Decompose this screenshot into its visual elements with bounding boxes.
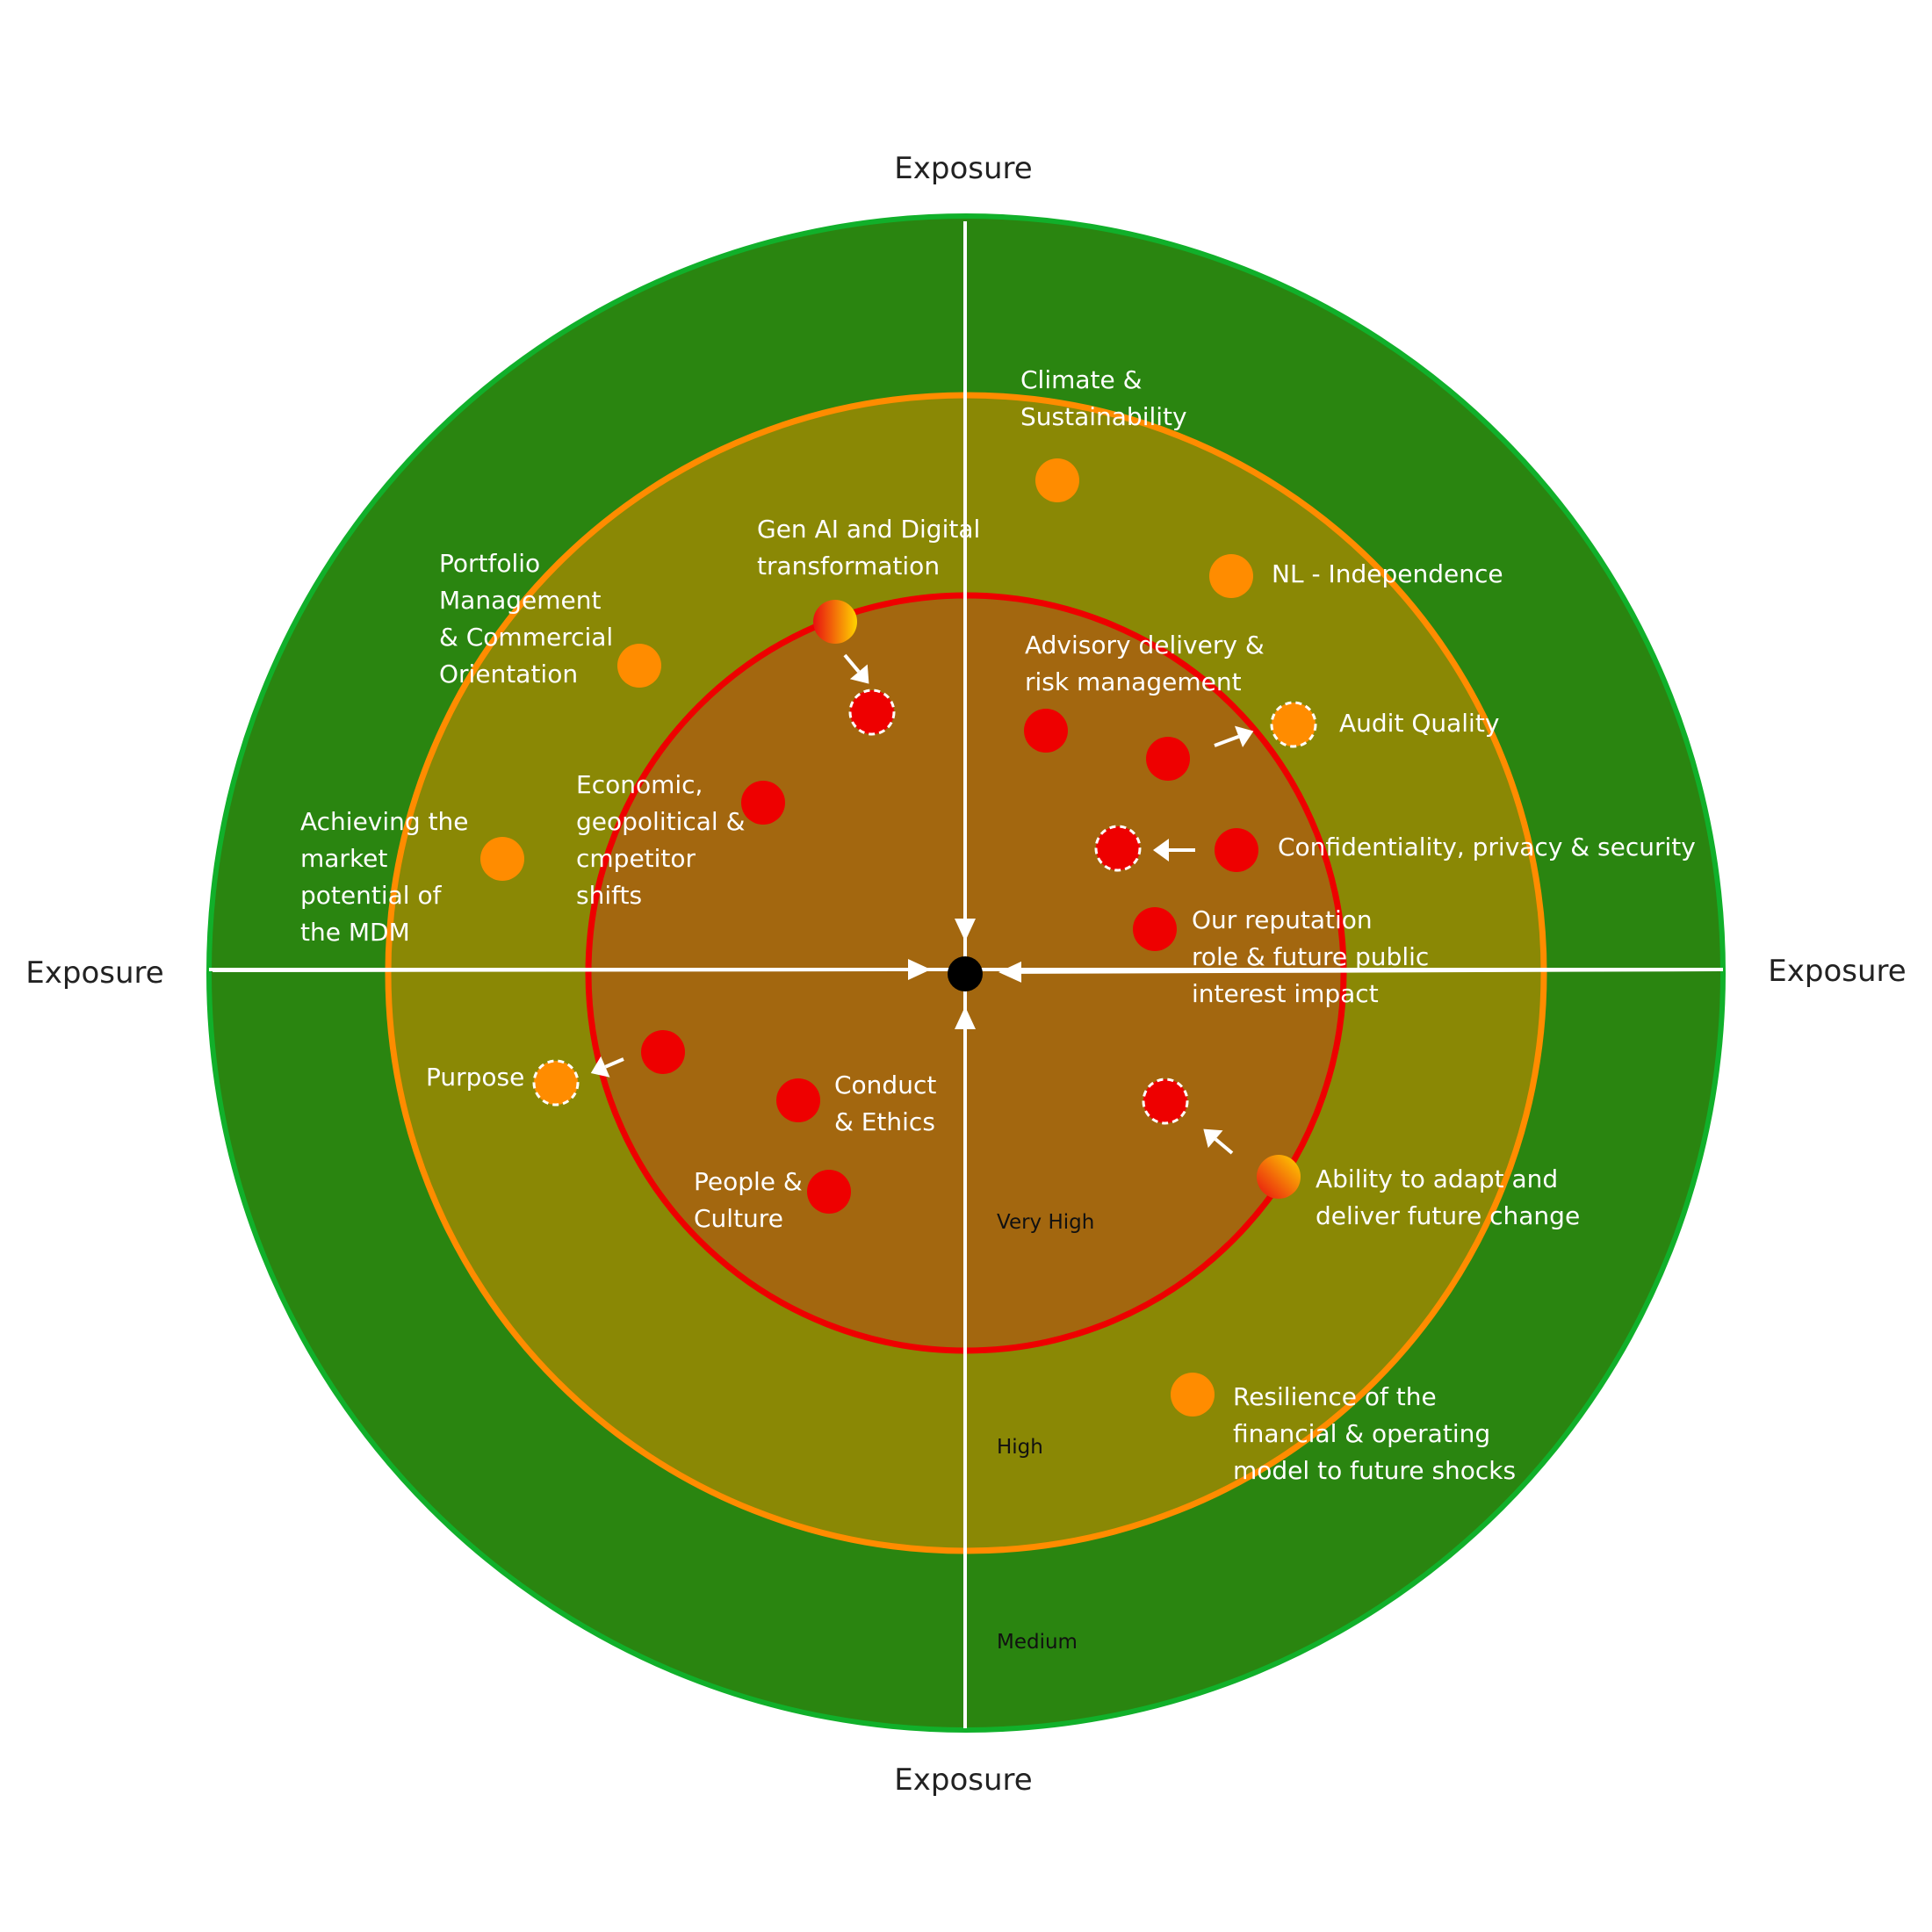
- risk-marker-advisory-delivery-risk-management[interactable]: [1024, 709, 1068, 753]
- risk-label-line: Confidentiality, privacy & security: [1278, 833, 1696, 861]
- risk-marker-gen-ai-and-digital-transformation-target[interactable]: [848, 688, 896, 736]
- risk-label-audit-quality: Audit Quality: [1339, 709, 1499, 738]
- risk-label-resilience-of-the-financial-operating-model-to-future-shocks: Resilience of the financial & operating mo…: [1233, 1382, 1516, 1485]
- risk-label-line: Economic,: [576, 770, 703, 799]
- risk-marker-people-culture[interactable]: [807, 1170, 851, 1214]
- risk-label-line: deliver future change: [1316, 1201, 1580, 1230]
- risk-label-confidentiality-privacy-security: Confidentiality, privacy & security: [1278, 833, 1696, 861]
- risk-marker-conduct-ethics[interactable]: [776, 1078, 820, 1122]
- risk-label-line: Management: [439, 586, 601, 615]
- risk-label-climate-sustainability: Climate & Sustainability: [1020, 365, 1187, 431]
- risk-label-our-reputation-role-future-public-interest-impact: Our reputation role & future public intere…: [1192, 905, 1429, 1008]
- risk-marker-advisory-delivery-risk-management-1[interactable]: [1146, 737, 1190, 781]
- risk-marker-achieving-the-market-potential-of-the-mdm[interactable]: [480, 837, 524, 881]
- center-arrow-from-left: [212, 959, 931, 981]
- risk-label-line: Orientation: [439, 660, 578, 688]
- center-arrow-from-bottom: [955, 1006, 976, 1723]
- ring-label-medium: Medium: [997, 1631, 1078, 1654]
- risk-marker-audit-quality-target[interactable]: [1270, 701, 1317, 748]
- center-arrows: [212, 227, 1720, 1723]
- risk-label-gen-ai-and-digital-transformation: Gen AI and Digital transformation: [757, 515, 980, 580]
- risk-label-line: geopolitical &: [576, 807, 745, 836]
- risk-marker-purpose[interactable]: [641, 1030, 685, 1074]
- risk-marker-resilience-of-the-financial-operating-model-to-future-shocks[interactable]: [1171, 1373, 1215, 1417]
- axis-label-top: Exposure: [894, 151, 1032, 186]
- center-arrow-from-right: [998, 961, 1720, 983]
- center-arrow-from-top: [955, 227, 976, 941]
- risk-label-line: Audit Quality: [1339, 709, 1499, 738]
- risk-label-line: shifts: [576, 881, 642, 910]
- movement-arrow-audit-quality: [1214, 725, 1254, 747]
- risk-label-line: Ability to adapt and: [1316, 1164, 1558, 1193]
- risk-label-line: potential of: [300, 881, 443, 910]
- risk-label-line: market: [300, 844, 387, 873]
- risk-labels: Climate & Sustainability NL - Independence…: [300, 365, 1696, 1485]
- risk-label-line: People &: [694, 1167, 803, 1196]
- risk-label-line: Sustainability: [1020, 402, 1187, 431]
- risk-marker-confidentiality-privacy-security-target[interactable]: [1094, 825, 1142, 872]
- risk-label-line: Purpose: [426, 1063, 524, 1092]
- risk-label-line: transformation: [757, 551, 940, 580]
- risk-label-line: Resilience of the: [1233, 1382, 1437, 1411]
- risk-marker-purpose-target[interactable]: [532, 1059, 580, 1107]
- movement-arrow-ability-to-adapt-and-deliver-future-change: [1203, 1128, 1234, 1155]
- risk-label-line: Our reputation: [1192, 905, 1373, 934]
- movement-arrow-purpose: [590, 1056, 624, 1078]
- risk-marker-economic-geopolitical-cmpetitor-shifts[interactable]: [741, 781, 785, 825]
- risk-marker-ability-to-adapt-and-deliver-future-change[interactable]: [1257, 1155, 1301, 1199]
- risk-label-achieving-the-market-potential-of-the-mdm: Achieving the market potential of the MDM: [300, 807, 469, 947]
- risk-label-line: Climate &: [1020, 365, 1142, 394]
- risk-label-line: Gen AI and Digital: [757, 515, 980, 544]
- movement-arrow-gen-ai-and-digital-transformation: [843, 653, 869, 684]
- risk-label-line: risk management: [1025, 667, 1242, 696]
- movement-arrows: [590, 653, 1254, 1155]
- risk-label-line: & Commercial: [439, 623, 613, 652]
- risk-label-line: model to future shocks: [1233, 1456, 1516, 1485]
- risk-label-advisory-delivery-risk-management: Advisory delivery & risk management: [1025, 631, 1265, 696]
- risk-label-line: role & future public: [1192, 942, 1429, 971]
- risk-label-line: NL - Independence: [1272, 559, 1503, 588]
- risk-marker-gen-ai-and-digital-transformation[interactable]: [813, 600, 857, 644]
- risk-marker-our-reputation-role-future-public-interest-impact[interactable]: [1133, 907, 1177, 951]
- risk-label-ability-to-adapt-and-deliver-future-change: Ability to adapt and deliver future chang…: [1316, 1164, 1580, 1230]
- risk-label-line: interest impact: [1192, 979, 1379, 1008]
- risk-label-people-culture: People & Culture: [694, 1167, 803, 1233]
- risk-label-line: financial & operating: [1233, 1419, 1490, 1448]
- risk-marker-ability-to-adapt-and-deliver-future-change-target[interactable]: [1142, 1078, 1189, 1125]
- axis-label-right: Exposure: [1768, 954, 1906, 989]
- risk-marker-nl-independence[interactable]: [1209, 554, 1253, 598]
- risk-label-line: Advisory delivery &: [1025, 631, 1265, 660]
- risk-label-line: & Ethics: [834, 1107, 935, 1136]
- risk-markers: [480, 458, 1317, 1417]
- risk-label-nl-independence: NL - Independence: [1272, 559, 1503, 588]
- risk-label-conduct-ethics: Conduct & Ethics: [834, 1071, 936, 1136]
- risk-label-line: Achieving the: [300, 807, 469, 836]
- axis-label-bottom: Exposure: [894, 1763, 1032, 1798]
- axis-label-left: Exposure: [25, 955, 163, 991]
- risk-marker-portfolio-management-commercial-orientation[interactable]: [617, 644, 661, 688]
- risk-marker-confidentiality-privacy-security[interactable]: [1215, 828, 1258, 872]
- risk-marker-climate-sustainability[interactable]: [1035, 458, 1079, 502]
- center-dot: [948, 956, 983, 991]
- risk-label-economic-geopolitical-cmpetitor-shifts: Economic, geopolitical & cmpetitor shifts: [576, 770, 745, 910]
- ring-label-very-high: Very High: [997, 1211, 1094, 1234]
- risk-label-line: Conduct: [834, 1071, 936, 1099]
- risk-label-line: cmpetitor: [576, 844, 696, 873]
- risk-label-line: the MDM: [300, 918, 410, 947]
- ring-label-high: High: [997, 1436, 1043, 1459]
- risk-label-line: Culture: [694, 1204, 783, 1233]
- risk-label-line: Portfolio: [439, 549, 540, 578]
- risk-label-purpose: Purpose: [426, 1063, 524, 1092]
- movement-arrow-confidentiality-privacy-security: [1153, 839, 1195, 861]
